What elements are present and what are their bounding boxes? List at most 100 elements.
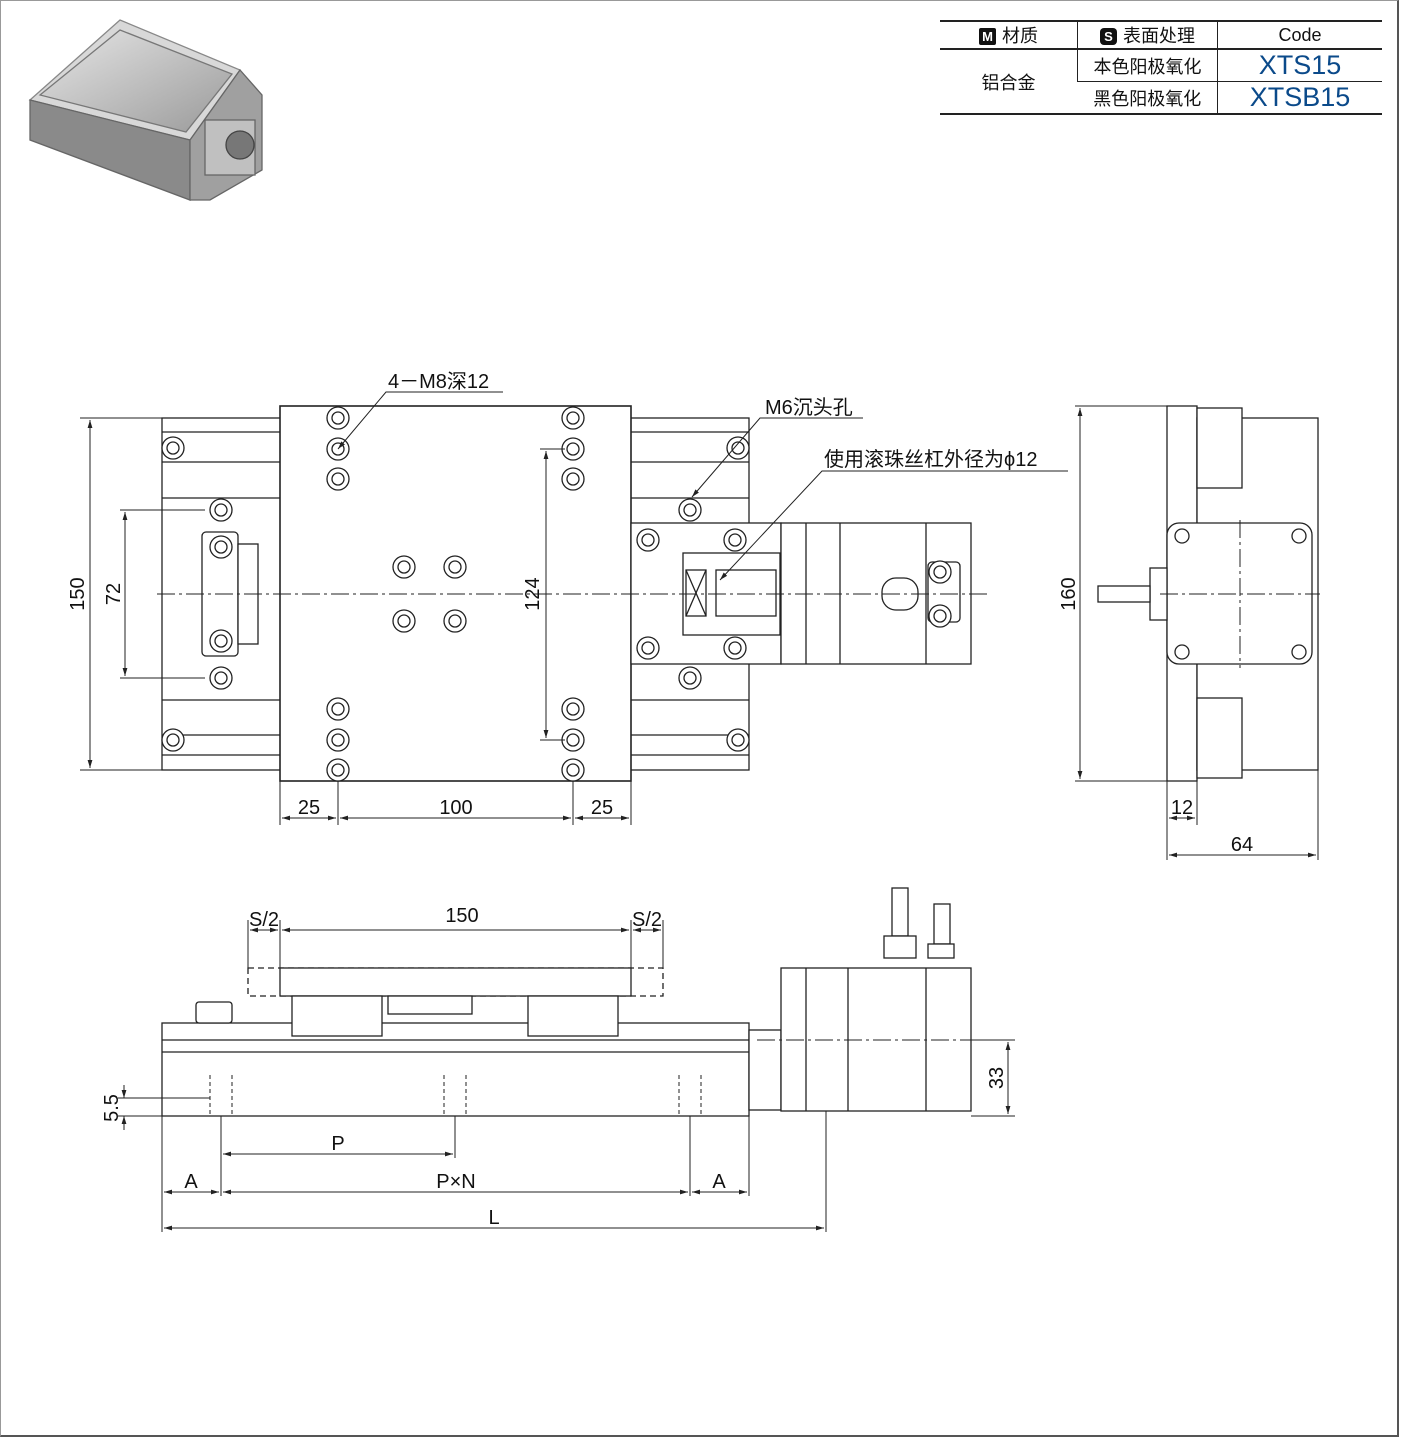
header-code: Code	[1217, 20, 1382, 50]
hole-inner	[933, 565, 947, 579]
hole-inner	[641, 533, 655, 547]
hole-outer	[928, 604, 952, 628]
material-badge: M	[979, 28, 996, 45]
hole-outer	[561, 728, 585, 752]
surface-badge: S	[1100, 28, 1117, 45]
code-value: XTSB15	[1217, 81, 1382, 115]
hole-inner	[331, 763, 345, 777]
surface-value: 本色阳极氧化	[1077, 49, 1218, 82]
hole-outer	[326, 728, 350, 752]
material-label: 材质	[1002, 26, 1038, 46]
hole-outer	[443, 555, 467, 579]
hole-outer	[561, 697, 585, 721]
hole-inner	[448, 560, 462, 574]
hole-outer	[326, 697, 350, 721]
hole-outer	[161, 728, 185, 752]
hole-inner	[731, 733, 745, 747]
hole-inner	[731, 441, 745, 455]
hole-outer	[326, 467, 350, 491]
dim-25-left: 25	[298, 797, 320, 819]
hole-inner	[166, 733, 180, 747]
dim-100: 100	[439, 797, 472, 819]
hole-inner	[566, 763, 580, 777]
hole-outer	[723, 528, 747, 552]
hole-outer	[161, 436, 185, 460]
product-photo	[28, 19, 263, 201]
hole-inner	[683, 503, 697, 517]
hole-outer	[392, 555, 416, 579]
dim-stroke-150: 150	[445, 905, 478, 927]
hole-outer	[678, 666, 702, 690]
dim-s-half-right: S/2	[632, 909, 662, 931]
hole-inner	[728, 533, 742, 547]
hole-inner	[166, 441, 180, 455]
hole-outer	[928, 560, 952, 584]
dim-5-5: 5.5	[101, 1094, 123, 1122]
tapped-holes-note: 4－M8深12	[388, 370, 489, 393]
header-surface: S 表面处理	[1077, 20, 1218, 50]
hole-inner	[214, 503, 228, 517]
hole-outer	[723, 636, 747, 660]
hole-inner	[566, 702, 580, 716]
hole-inner	[728, 641, 742, 655]
surface-label: 表面处理	[1123, 26, 1195, 46]
dim-p-times-n: P×N	[436, 1171, 475, 1193]
hole-outer	[636, 528, 660, 552]
top-view	[157, 405, 990, 782]
hole-inner	[214, 540, 228, 554]
dim-124: 124	[522, 577, 544, 610]
hole-inner	[566, 442, 580, 456]
dim-a-left: A	[184, 1171, 198, 1193]
hole-inner	[397, 614, 411, 628]
dim-l: L	[488, 1207, 499, 1229]
dim-25-right: 25	[591, 797, 613, 819]
hole-outer	[326, 406, 350, 430]
hole-inner	[933, 609, 947, 623]
hole-outer	[209, 498, 233, 522]
hole-inner	[214, 671, 228, 685]
dim-150: 150	[67, 577, 89, 610]
dim-72: 72	[103, 583, 125, 605]
hole-outer	[636, 636, 660, 660]
dimension-lines	[80, 391, 1319, 1232]
ball-screw-note: 使用滚珠丝杠外径为ϕ12	[824, 448, 1037, 471]
dim-s-half-left: S/2	[249, 909, 279, 931]
hole-outer	[561, 467, 585, 491]
surface-value: 黑色阳极氧化	[1077, 81, 1218, 115]
hole-outer	[561, 406, 585, 430]
front-view	[161, 887, 1015, 1117]
code-value: XTS15	[1217, 49, 1382, 82]
dim-a-right: A	[712, 1171, 726, 1193]
side-view	[1097, 405, 1320, 782]
counterbore-note: M6沉头孔	[765, 396, 853, 419]
hole-outer	[561, 437, 585, 461]
hole-outer	[561, 758, 585, 782]
hole-inner	[214, 634, 228, 648]
hole-inner	[331, 411, 345, 425]
hole-inner	[331, 733, 345, 747]
hole-inner	[331, 702, 345, 716]
hole-outer	[209, 629, 233, 653]
hole-inner	[331, 472, 345, 486]
hole-inner	[566, 472, 580, 486]
hole-outer	[392, 609, 416, 633]
header-material: M 材质	[940, 20, 1078, 50]
hole-outer	[726, 728, 750, 752]
hole-outer	[209, 535, 233, 559]
dim-160: 160	[1058, 577, 1080, 610]
hole-outer	[443, 609, 467, 633]
hole-outer	[726, 436, 750, 460]
dim-12: 12	[1171, 797, 1193, 819]
dim-p: P	[331, 1133, 344, 1155]
dim-64: 64	[1231, 834, 1253, 856]
hole-inner	[566, 411, 580, 425]
dim-33: 33	[986, 1067, 1008, 1089]
hole-inner	[683, 671, 697, 685]
hole-outer	[326, 758, 350, 782]
hole-inner	[397, 560, 411, 574]
material-value: 铝合金	[940, 49, 1078, 115]
hole-inner	[566, 733, 580, 747]
hole-outer	[209, 666, 233, 690]
